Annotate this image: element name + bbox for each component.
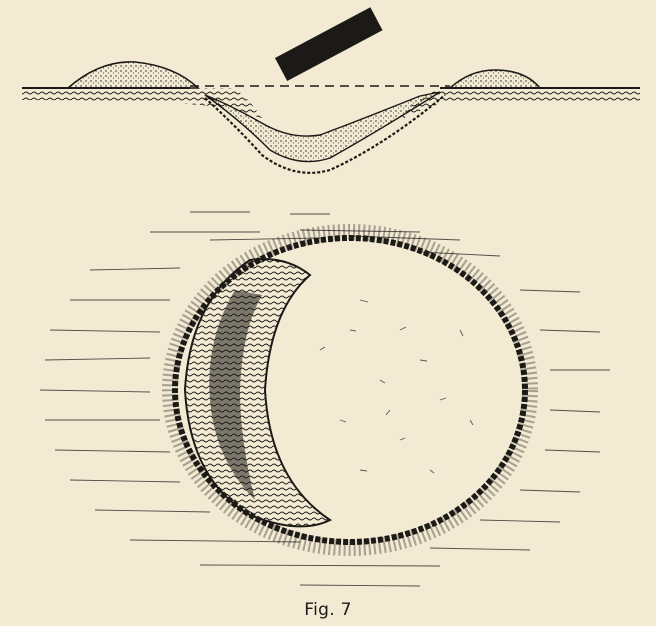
crater-floor-marks [320,300,473,473]
left-ejecta-mound [68,62,198,88]
projectile-bar [275,7,383,81]
figure-caption: Fig. 7 [0,600,656,620]
crater-cross-section [22,7,640,173]
crater-plan-view [40,212,610,586]
ground-layer-left [22,88,262,118]
right-ejecta-mound [450,70,540,88]
